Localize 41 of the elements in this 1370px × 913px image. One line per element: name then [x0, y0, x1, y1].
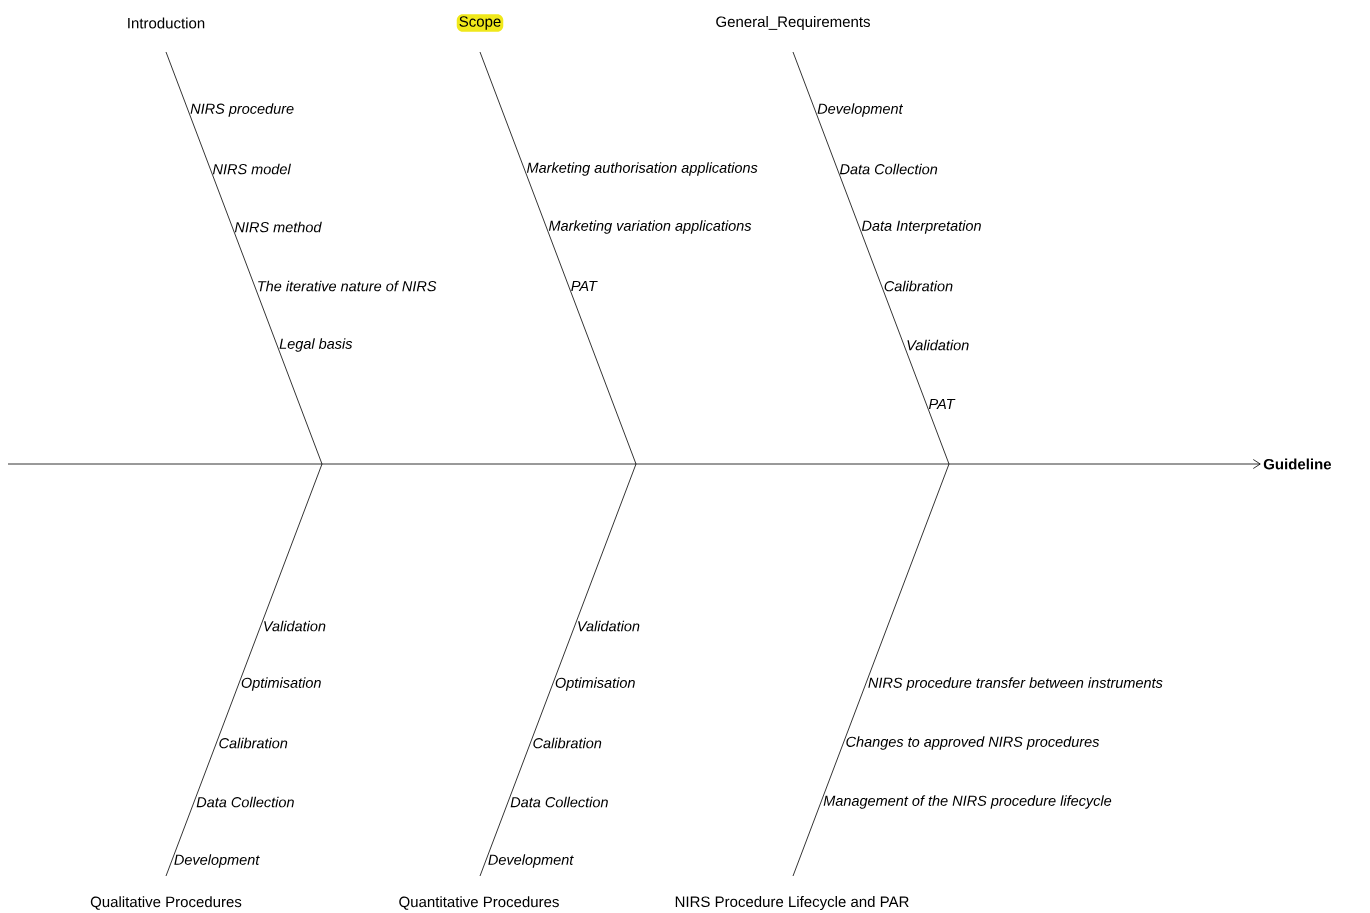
- highlighted-category-label: Scope: [456, 14, 504, 32]
- bone-item: PAT: [571, 281, 598, 291]
- bone-item: Data Collection: [196, 796, 294, 808]
- bone-item: NIRS procedure transfer between instruments: [868, 677, 1163, 691]
- bone-line: [479, 463, 637, 877]
- bone-item: Data Interpretation: [861, 220, 981, 234]
- bone-item: Data Collection: [510, 796, 608, 808]
- bone-item: Marketing authorisation applications: [526, 162, 758, 176]
- bone-item: Development: [174, 854, 260, 868]
- effect-label: Guideline: [1263, 458, 1332, 470]
- bone-line: [792, 463, 950, 877]
- bone-item: Calibration: [533, 737, 602, 749]
- bone-item: The iterative nature of NIRS: [258, 280, 437, 292]
- category-label: Qualitative Procedures: [90, 896, 242, 910]
- bone-item: NIRS method: [234, 221, 322, 233]
- bone-item: Validation: [907, 339, 969, 351]
- bone-line: [165, 51, 323, 465]
- bone-item: Development: [488, 854, 574, 868]
- bone-item: Legal basis: [279, 338, 353, 352]
- spine-arrow: [7, 459, 1261, 469]
- bone-line: [479, 51, 637, 465]
- bone-item: Management of the NIRS procedure lifecycle: [823, 795, 1112, 809]
- bone-item: Optimisation: [241, 677, 321, 691]
- bone-line: [165, 463, 323, 877]
- category-label: Quantitative Procedures: [399, 896, 559, 910]
- bone-item: PAT: [928, 399, 956, 409]
- bone-item: Calibration: [884, 280, 953, 292]
- bone-item: Validation: [578, 620, 640, 632]
- bone-item: NIRS model: [212, 163, 291, 175]
- bone-item: Development: [817, 103, 904, 117]
- bone-item: Marketing variation applications: [548, 220, 752, 234]
- category-label: Introduction: [128, 17, 205, 29]
- category-label: NIRS Procedure Lifecycle and PAR: [675, 896, 909, 910]
- bone-item: NIRS procedure: [190, 103, 294, 117]
- bone-item: Changes to approved NIRS procedures: [846, 736, 1100, 750]
- bone-item: Optimisation: [555, 677, 635, 691]
- bone-item: Validation: [264, 620, 326, 632]
- category-label: General_Requirements: [716, 16, 870, 30]
- bone-item: Calibration: [219, 737, 288, 749]
- bone-line: [792, 51, 950, 465]
- bone-item: Data Collection: [839, 163, 938, 175]
